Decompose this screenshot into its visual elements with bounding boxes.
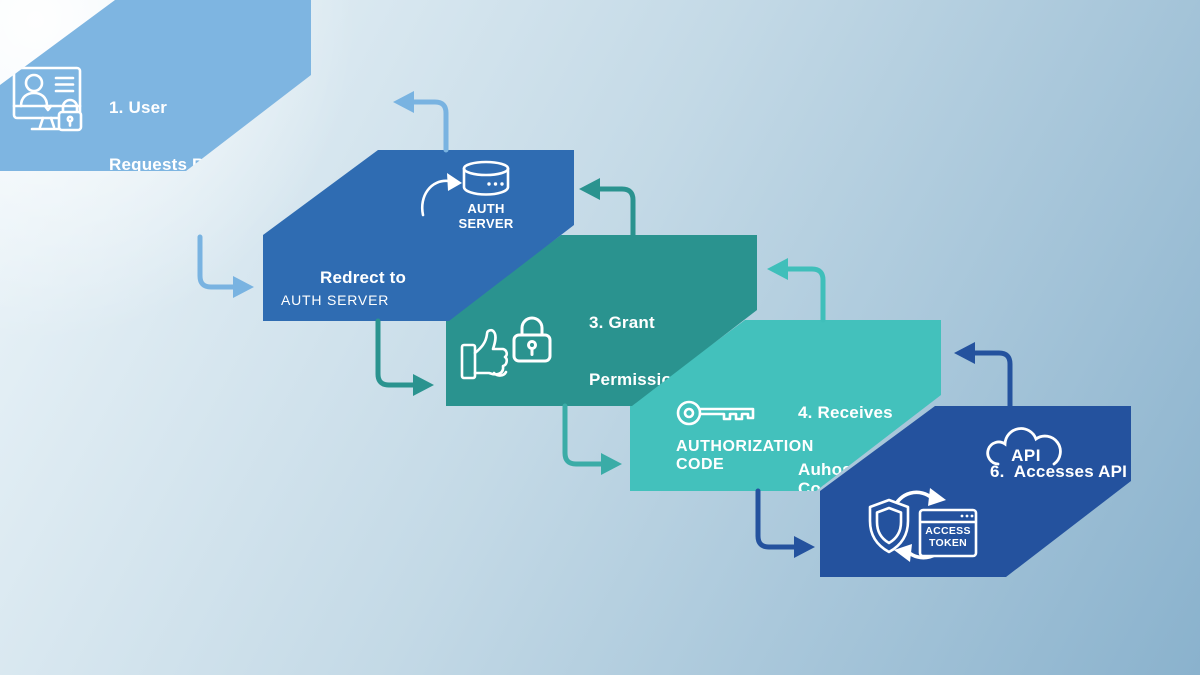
database-icon xyxy=(461,160,511,200)
padlock-icon xyxy=(512,313,552,363)
step2-corner-label: AUTH SERVER xyxy=(281,292,390,308)
arrow-step2-to-step3 xyxy=(375,318,434,396)
access-token-caption: ACCESS TOKEN xyxy=(925,525,971,549)
arrow-step1-to-step2 xyxy=(197,234,254,298)
arrow-step3-to-step4 xyxy=(562,403,622,475)
cloud-icon xyxy=(986,422,1066,466)
auth-server-icon-caption: AUTH SERVER xyxy=(458,201,514,231)
step2-label: Redrect to Auhostization Server xyxy=(320,268,495,344)
step5-label: 6. Accesses API xyxy=(990,462,1128,481)
curved-arrow-icon xyxy=(418,170,464,218)
monitor-user-lock-icon xyxy=(12,66,88,136)
arrow-step2-to-step1 xyxy=(393,91,449,153)
api-cloud-caption: API xyxy=(1011,446,1041,465)
arrow-step5-to-step4 xyxy=(954,342,1013,409)
step-block-4-receives-authorization-code: 4. Receives Auhosization Code AUTHORIZAT… xyxy=(630,320,941,491)
authorization-code-caption: AUTHORIZATION CODE xyxy=(676,438,814,473)
shield-icon xyxy=(866,498,912,556)
step3-label: 3. Grant Permission xyxy=(589,313,683,389)
access-token-window-icon xyxy=(918,508,978,558)
arrow-step4-to-step3 xyxy=(767,258,826,323)
key-icon xyxy=(676,396,756,430)
arrow-step4-to-step5 xyxy=(755,488,815,558)
thumbs-up-icon xyxy=(460,323,516,381)
arrow-step3-to-step2 xyxy=(579,178,636,238)
